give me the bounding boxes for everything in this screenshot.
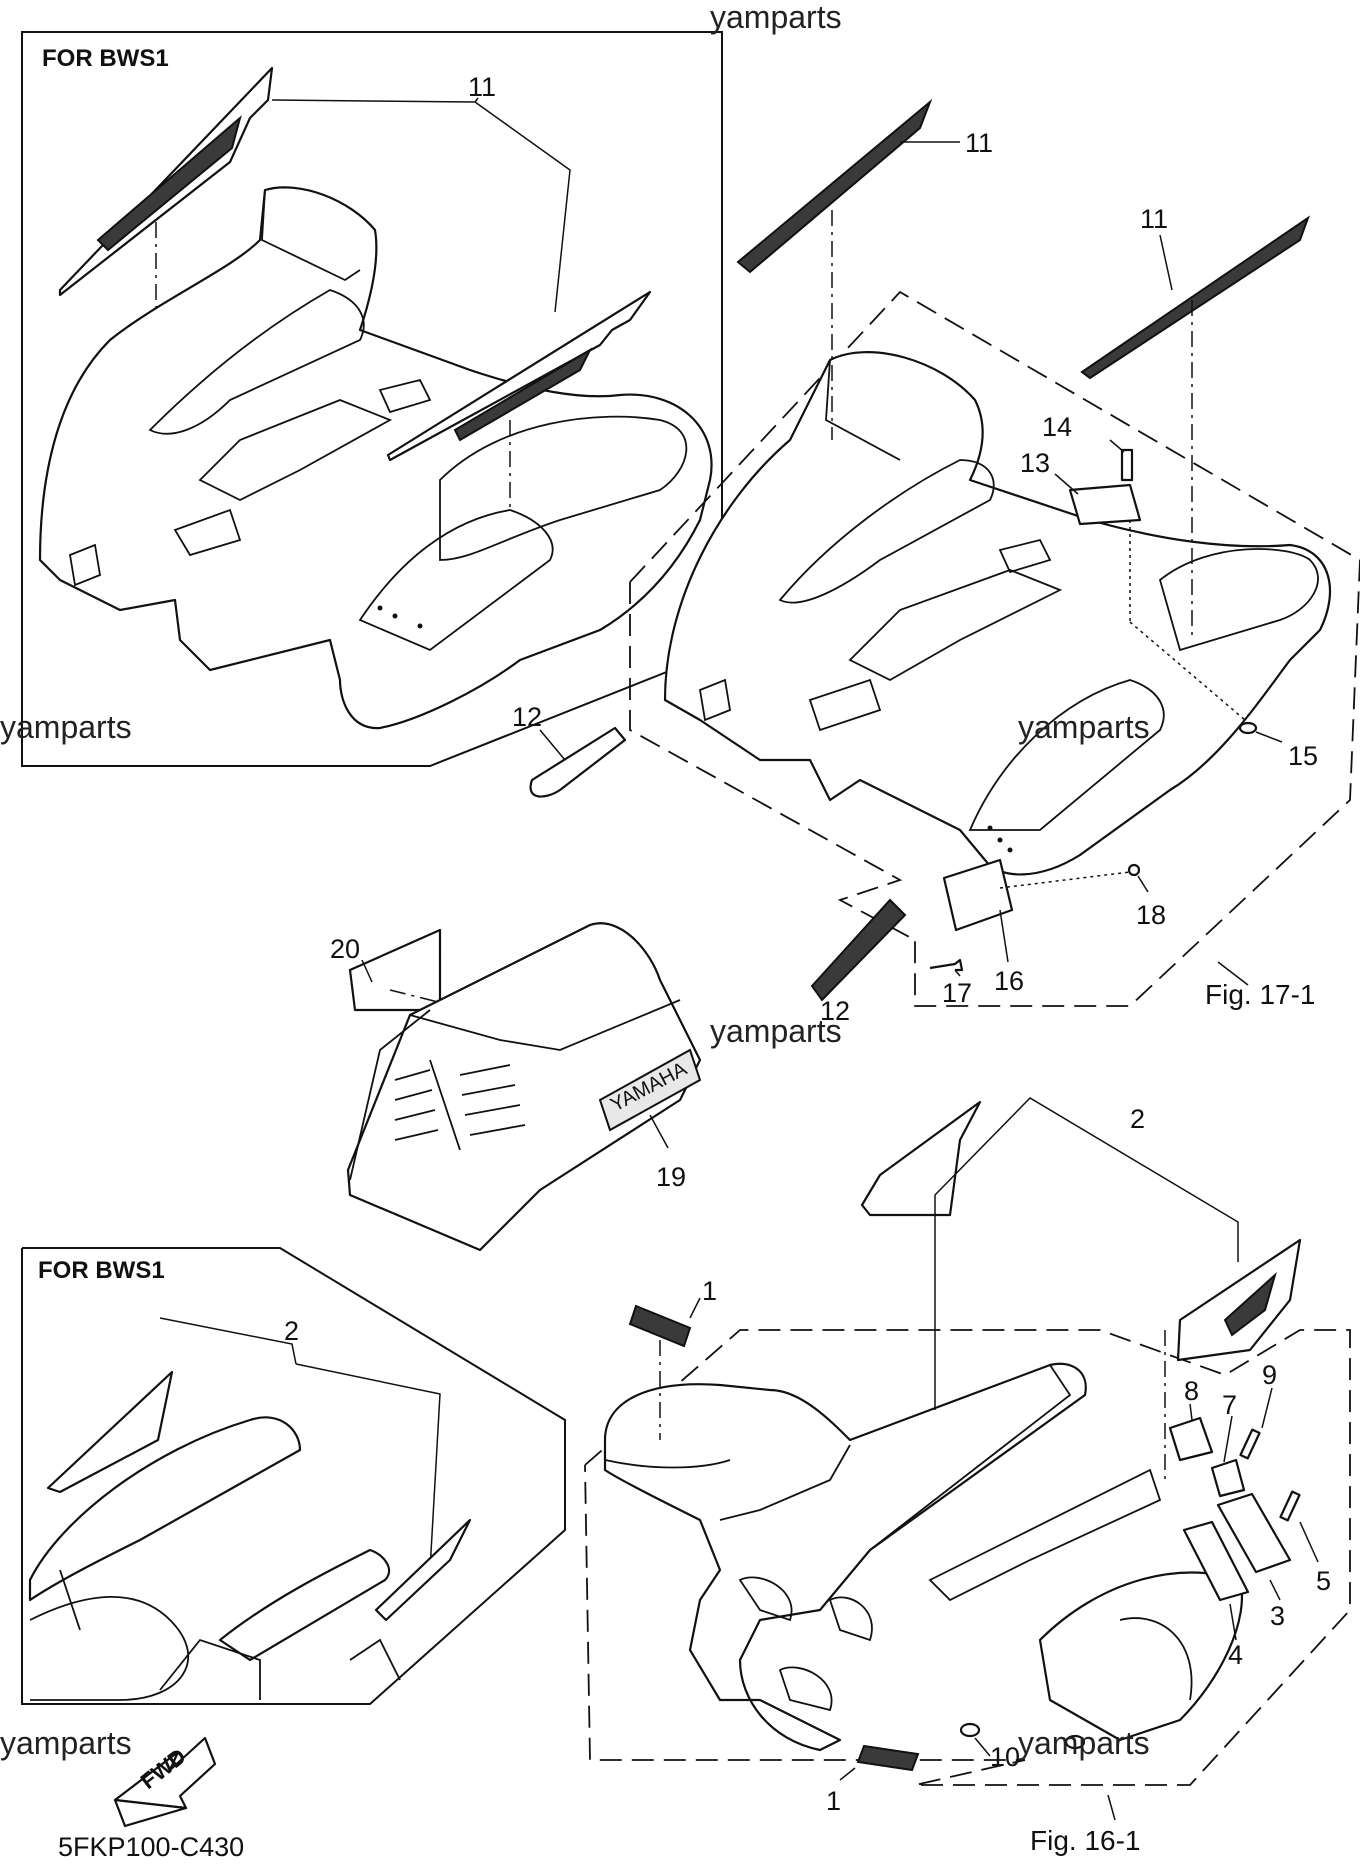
- side-decal-12b: [810, 898, 907, 1002]
- callout-19: 19: [656, 1162, 686, 1192]
- callout-2-bws1: 2: [284, 1316, 299, 1346]
- busher-decal-b: [1080, 215, 1310, 380]
- callout-11b: 11: [1140, 204, 1168, 234]
- front-flap-assembly: 20 YAMAHA 19: [330, 922, 702, 1252]
- figure-ref-16-1: Fig. 16-1: [1030, 1825, 1141, 1856]
- watermark-top: yamparts: [710, 0, 842, 35]
- plate-8: [1168, 1416, 1214, 1462]
- callout-20: 20: [330, 934, 360, 964]
- cover-3: [1216, 1492, 1292, 1574]
- bws1-box-header-bottom: FOR BWS1: [38, 1257, 165, 1284]
- bolt-9: [1239, 1428, 1261, 1460]
- busher-decal-right-bws1: [453, 347, 593, 442]
- busher-decal-a: [736, 98, 933, 274]
- side-decal-12a: [529, 726, 627, 798]
- callout-18: 18: [1136, 900, 1166, 930]
- callout-1a: 1: [702, 1276, 717, 1306]
- nut-10b: [1064, 1734, 1086, 1750]
- fwd-arrow: FWD: [113, 1736, 217, 1828]
- bws1-box-header-top: FOR BWS1: [42, 45, 169, 72]
- callout-9: 9: [1262, 1360, 1277, 1390]
- watermark-left-lower: yamparts: [0, 1725, 132, 1761]
- yamaha-emblem-19: [598, 1048, 702, 1132]
- bws1-rear-fender-box: FOR BWS1 11: [21, 31, 723, 767]
- callout-4: 4: [1228, 1640, 1243, 1670]
- callout-12b: 12: [820, 996, 850, 1026]
- callout-7: 7: [1222, 1390, 1237, 1420]
- watermark-left-upper: yamparts: [0, 709, 132, 745]
- callout-11-bws1: 11: [468, 72, 496, 102]
- bolt-14: [1120, 448, 1134, 482]
- bracket-16: [942, 858, 1014, 932]
- yamaha-decal-1a: [628, 1304, 692, 1348]
- callout-3: 3: [1270, 1601, 1285, 1631]
- callout-13: 13: [1020, 448, 1050, 478]
- callout-8: 8: [1184, 1376, 1199, 1406]
- plate-4: [1182, 1520, 1250, 1602]
- rear-fender-assembly: 11 11 14 13 15 16 17 18 12 12: [512, 98, 1360, 1026]
- callout-5: 5: [1316, 1566, 1331, 1596]
- callout-16: 16: [994, 966, 1024, 996]
- callout-17: 17: [942, 978, 972, 1008]
- callout-15: 15: [1288, 741, 1318, 771]
- screw-17: [929, 958, 964, 972]
- bws1-side-decal-right: [374, 1518, 472, 1622]
- grommet-15: [1238, 721, 1258, 735]
- bolt-5: [1279, 1490, 1301, 1522]
- plate-13: [1068, 483, 1142, 526]
- rivet-18: [1127, 863, 1141, 877]
- callout-11a: 11: [965, 128, 993, 158]
- watermark-right-upper: yamparts: [1018, 709, 1150, 745]
- part-code: 5FKP100-C430: [58, 1832, 244, 1862]
- nut-10a: [959, 1722, 981, 1738]
- decal-20: [348, 928, 442, 1012]
- front-fender-assembly: 2 1 1 8 7 9 3 4 5 10: [584, 1097, 1351, 1856]
- front-decal-stripe: [1223, 1271, 1277, 1337]
- busher-decal-left: [96, 115, 242, 252]
- bws1-front-fender-box: FOR BWS1 2: [21, 1247, 566, 1705]
- callout-10: 10: [990, 1742, 1020, 1772]
- front-side-decal-left: [860, 1100, 982, 1217]
- watermark-right-lower: yamparts: [1018, 1725, 1150, 1761]
- figure-ref-17-1: Fig. 17-1: [1205, 979, 1316, 1010]
- callout-2: 2: [1130, 1104, 1145, 1134]
- washer-7: [1210, 1458, 1246, 1498]
- bws1-side-decal-left: [46, 1370, 174, 1494]
- yamaha-decal-1b: [856, 1744, 920, 1772]
- callout-1b: 1: [826, 1786, 841, 1816]
- front-side-decal-right: [1176, 1238, 1302, 1362]
- callout-14: 14: [1042, 412, 1072, 442]
- callout-12a: 12: [512, 702, 542, 732]
- watermark-middle: yamparts: [710, 1013, 842, 1049]
